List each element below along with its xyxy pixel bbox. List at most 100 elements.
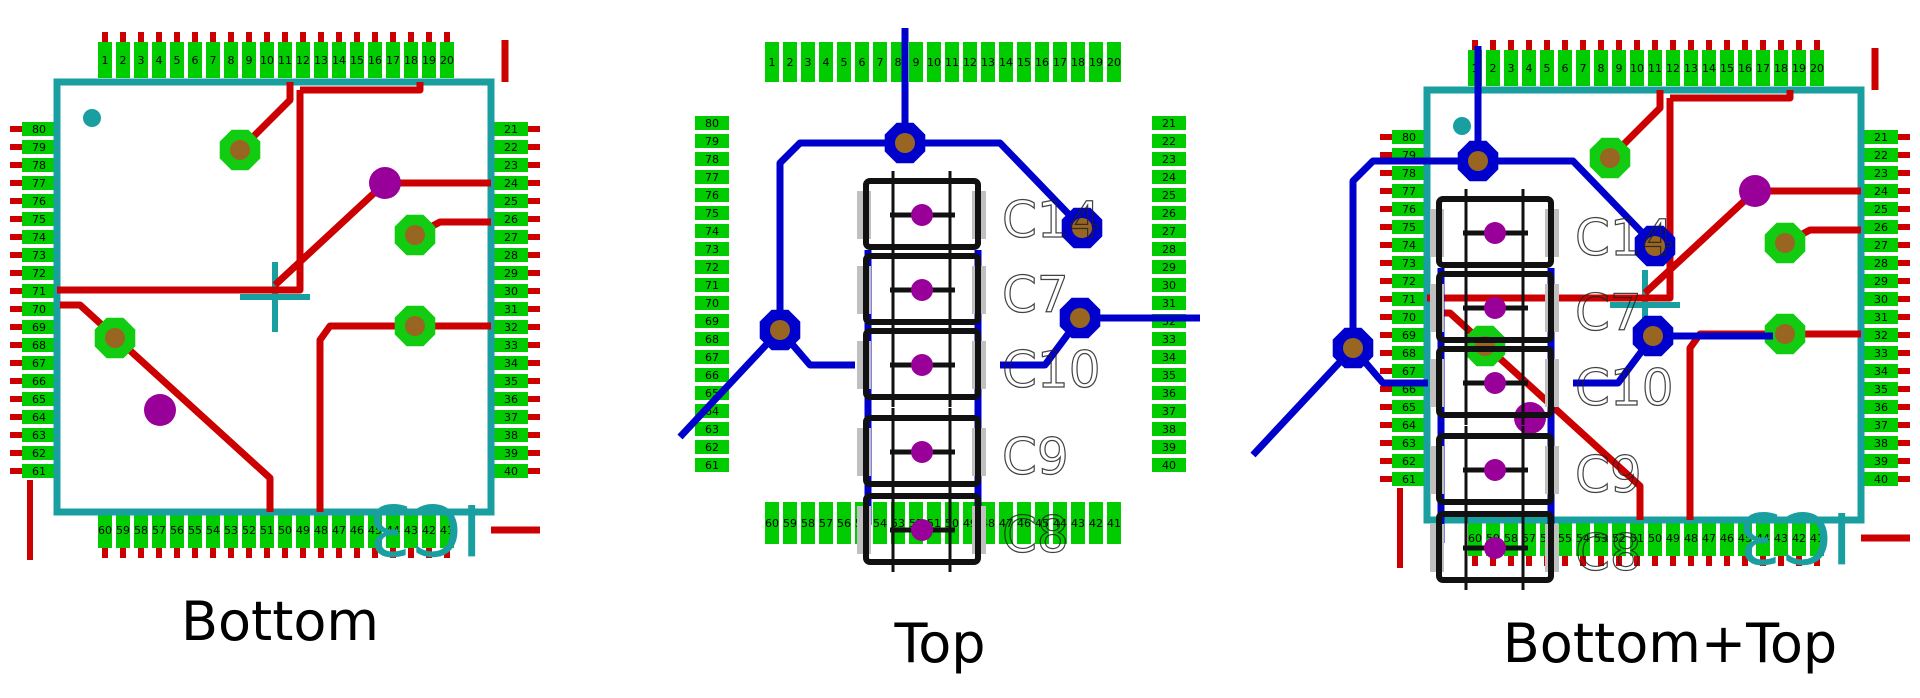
bottom-left-col-pin-80 [1392, 130, 1426, 144]
bottom-top-row-pin-15 [350, 42, 364, 78]
top-top-row-pin-label: 6 [859, 56, 866, 69]
bottom-top-row-pin-4 [152, 42, 166, 78]
top-trace [1250, 344, 1428, 458]
bottom-right-col-pin-38 [494, 428, 528, 442]
bottom-bottom-row-pin-label: 50 [1648, 532, 1662, 545]
bottom-top-row-pin-label: 2 [1490, 62, 1497, 75]
bottom-top-row-stub [444, 32, 450, 42]
bottom-right-col-pin-33 [1864, 346, 1898, 360]
bottom-bottom-row-pin-label: 58 [134, 524, 148, 537]
ic-outline [53, 78, 495, 516]
top-bottom-row-pin-label: 47 [999, 517, 1013, 530]
top-bottom-row-pin-label: 59 [783, 517, 797, 530]
top-top-row-pin-label: 18 [1071, 56, 1085, 69]
top-right-col-pin-26 [1152, 206, 1186, 220]
bottom-bottom-row-stub [138, 548, 144, 558]
top-right-col-pin-label: 21 [1162, 117, 1176, 130]
bottom-bottom-row-stub [156, 548, 162, 558]
bottom-bottom-row-pin-44 [1756, 520, 1770, 556]
top-left-col-pin-label: 67 [705, 351, 719, 364]
top-right-col-pin-38 [1152, 422, 1186, 436]
cap-via [911, 354, 933, 376]
bottom-left-col-pin-65 [1392, 400, 1426, 414]
bottom-bottom-row-pin-label: 60 [1468, 532, 1482, 545]
bottom-bottom-row-pin-label: 55 [188, 524, 202, 537]
cap-via [911, 204, 933, 226]
bottom-bottom-row-pin-58 [134, 512, 148, 548]
bottom-right-col-pin-label: 32 [1874, 329, 1888, 342]
cap-via [1484, 297, 1506, 319]
top-right-col-pin-label: 38 [1162, 423, 1176, 436]
top-left-col-pin-71 [695, 278, 729, 292]
bottom-right-col-stub [528, 162, 540, 168]
bottom-bottom-row-stub [1634, 556, 1640, 566]
cap-label-C7: C7 [1575, 284, 1642, 342]
bottom-right-col-pin-label: 23 [1874, 167, 1888, 180]
ic-outline [1423, 86, 1865, 524]
bottom-right-col-stub [1898, 296, 1910, 302]
ic-label-mirrored: IC3 [1738, 496, 1852, 578]
bottom-left-col-pin-64 [1392, 418, 1426, 432]
cap-label-C8: C8 [1002, 506, 1069, 564]
bottom-left-col-stub [10, 234, 22, 240]
top-left-col-pin-label: 79 [705, 135, 719, 148]
bottom-top-row-pin-label: 3 [138, 54, 145, 67]
bottom-top-row-pin-11 [1648, 50, 1662, 86]
bottom-left-col-pin-63 [22, 428, 56, 442]
bottom-top-row-pin-12 [1666, 50, 1680, 86]
bottom-left-col-pin-label: 71 [32, 285, 46, 298]
bottom-top-row-stub [408, 32, 414, 42]
bottom-bottom-row-stub [264, 548, 270, 558]
bottom-right-col-stub [1898, 170, 1910, 176]
bottom-bottom-row-stub [210, 548, 216, 558]
cap-via [911, 519, 933, 541]
bottom-right-col-stub [1898, 152, 1910, 158]
bottom-bottom-row-pin-label: 41 [440, 524, 454, 537]
bottom-top-row-pin-20 [440, 42, 454, 78]
bottom-bottom-row-pin-60 [98, 512, 112, 548]
bottom-bottom-row-pin-label: 57 [152, 524, 166, 537]
bottom-top-row-stub [1526, 40, 1532, 50]
bottom-right-col-pin-label: 38 [1874, 437, 1888, 450]
top-left-col-pin-72 [695, 260, 729, 274]
bottom-bottom-row-stub [1508, 556, 1514, 566]
top-top-row-pin-label: 12 [963, 56, 977, 69]
top-via-drill [1070, 308, 1090, 328]
bottom-bottom-row-stub [1652, 556, 1658, 566]
top-right-col-pin-label: 37 [1162, 405, 1176, 418]
bottom-left-col-pin-75 [22, 212, 56, 226]
bottom-top-row-stub [1616, 40, 1622, 50]
top-bottom-row-pin-42 [1089, 502, 1103, 544]
top-bottom-row-pin-44 [1053, 502, 1067, 544]
bottom-left-col-stub [1380, 224, 1392, 230]
bottom-right-col-pin-label: 26 [504, 213, 518, 226]
bottom-top-row-stub [1814, 40, 1820, 50]
bottom-right-col-pin-32 [1864, 328, 1898, 342]
top-right-col-pin-33 [1152, 332, 1186, 346]
bottom-bottom-row-stub [300, 548, 306, 558]
bottom-bottom-row-stub [408, 548, 414, 558]
bottom-top-row-pin-9 [242, 42, 256, 78]
top-right-col-pin-23 [1152, 152, 1186, 166]
bottom-bottom-row-pin-59 [116, 512, 130, 548]
bottom-right-col-pin-label: 40 [504, 465, 518, 478]
bottom-bottom-row-pin-43 [1774, 520, 1788, 556]
bottom-top-row-stub [264, 32, 270, 42]
cap-body-C8 [863, 493, 981, 565]
top-top-row-pin-label: 20 [1107, 56, 1121, 69]
bottom-via-drill [105, 328, 125, 348]
bottom-bottom-row-pin-label: 41 [1810, 532, 1824, 545]
bottom-bottom-row-pin-label: 43 [404, 524, 418, 537]
caption-bottom-plus-top: Bottom+Top [1502, 612, 1838, 675]
bottom-right-col-pin-21 [494, 122, 528, 136]
bottom-left-col-pin-67 [1392, 364, 1426, 378]
top-bottom-row-pin-label: 41 [1107, 517, 1121, 530]
bottom-right-col-stub [528, 216, 540, 222]
bottom-top-row-pin-label: 17 [1756, 62, 1770, 75]
bottom-top-row-pin-label: 19 [1792, 62, 1806, 75]
bottom-top-row-stub [1472, 40, 1478, 50]
top-trace [1349, 157, 1478, 348]
bottom-bottom-row-stub [1814, 556, 1820, 566]
